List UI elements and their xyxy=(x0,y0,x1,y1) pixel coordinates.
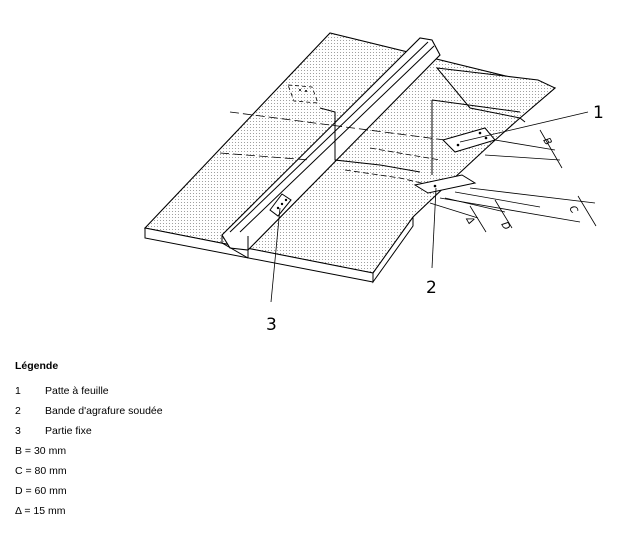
legend-item-text: Bande d'agrafure soudée xyxy=(45,405,163,417)
legend-item: 2 Bande d'agrafure soudée xyxy=(15,404,415,424)
dimension-b-label: B xyxy=(540,136,553,148)
legend-item-number: 2 xyxy=(15,405,21,417)
technical-drawing: 1 2 3 B C D Δ xyxy=(143,32,604,335)
leader-line-3 xyxy=(270,207,281,303)
dimension-value-b: B = 30 mm xyxy=(15,445,67,457)
dimension-d-label: D xyxy=(498,220,512,232)
hidden-clip-outline xyxy=(287,84,319,104)
legend-title: Légende xyxy=(15,360,59,372)
welded-seam-strip xyxy=(413,174,477,194)
base-sheet-side-edge xyxy=(372,217,414,284)
legend-item-text: Partie fixe xyxy=(45,425,92,437)
dimension-lines xyxy=(429,129,597,233)
section-plane xyxy=(319,99,521,186)
callout-2: 2 xyxy=(426,278,437,298)
standing-seam-rib xyxy=(221,37,441,259)
callout-1: 1 xyxy=(593,103,604,123)
dimension-value-d: D = 60 mm xyxy=(15,485,67,497)
leader-line-2 xyxy=(431,187,437,269)
section-line-lower xyxy=(219,152,311,161)
legend-item-text: Patte à feuille xyxy=(45,385,109,397)
section-line-upper xyxy=(229,111,446,141)
legend: Légende 1 Patte à feuille 2 Bande d'agrafu… xyxy=(15,360,415,524)
dimension-c-label: C xyxy=(566,204,579,216)
legend-item: 1 Patte à feuille xyxy=(15,384,415,404)
upper-flap xyxy=(435,67,556,119)
fixed-clip xyxy=(269,193,292,217)
legend-item: 3 Partie fixe xyxy=(15,424,415,444)
legend-item-number: 1 xyxy=(15,385,21,397)
legend-item-number: 3 xyxy=(15,425,21,437)
dimension-delta-label: Δ xyxy=(463,214,477,226)
dimension-value-c: C = 80 mm xyxy=(15,465,67,477)
leader-line-1 xyxy=(459,111,589,143)
callout-3: 3 xyxy=(266,315,277,335)
dimension-value-delta: Δ = 15 mm xyxy=(15,505,66,517)
base-sheet xyxy=(143,32,557,274)
